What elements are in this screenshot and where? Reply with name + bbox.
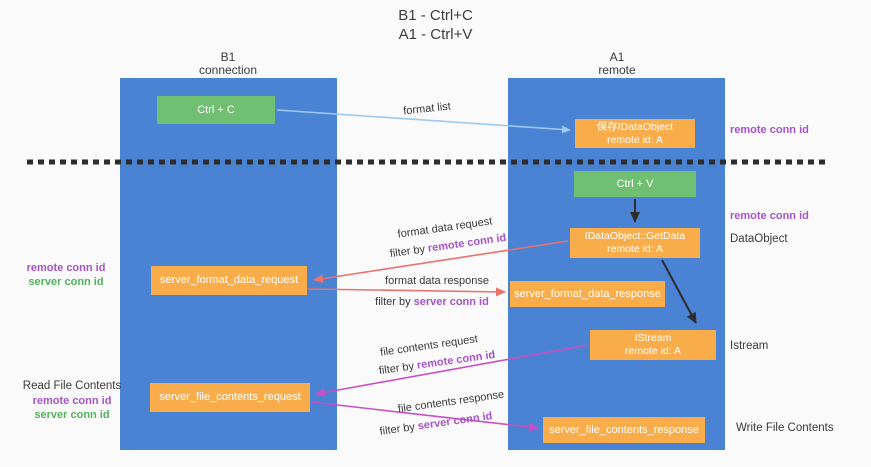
- istream-side-label: Istream: [730, 340, 769, 352]
- server-format-data-response-box: server_format_data_response: [510, 281, 665, 307]
- arrow-format-data-response: [307, 287, 506, 297]
- dataobject-label: DataObject: [730, 233, 788, 245]
- filter-by-text: filter by: [378, 360, 415, 378]
- ctrl-v-box: Ctrl + V: [574, 171, 696, 197]
- istream-box: IStream remote id: A: [590, 330, 716, 360]
- server-conn-id-text: server conn id: [413, 296, 489, 308]
- save-idataobject-line1: 保存IDataObject: [596, 120, 674, 133]
- column-header-a1: A1 remote: [557, 51, 677, 77]
- left-read-file-group: Read File Contents remote conn id server…: [20, 379, 124, 422]
- left-remote-conn-id-1: remote conn id: [26, 262, 106, 274]
- istream-line1: IStream: [634, 332, 672, 344]
- column-a1-role: remote: [598, 63, 636, 77]
- column-header-b1: B1 connection: [168, 51, 288, 77]
- server-format-data-request-label: server_format_data_request: [159, 274, 299, 286]
- write-file-contents-label: Write File Contents: [736, 422, 834, 434]
- server-file-contents-request-box: server_file_contents_request: [150, 383, 310, 412]
- filter-by-text: filter by: [389, 243, 426, 261]
- left-remote-conn-id-2: remote conn id: [32, 395, 112, 407]
- left-server-conn-id-1: server conn id: [28, 276, 104, 288]
- left-conn-id-group-1: remote conn id server conn id: [20, 261, 112, 289]
- column-a1-name: A1: [609, 50, 625, 64]
- getdata-line1: IDataObject::GetData: [584, 230, 686, 242]
- server-format-data-response-label: server_format_data_response: [514, 287, 661, 300]
- format-list-label: format list: [402, 100, 452, 118]
- right-remote-conn-id-top: remote conn id: [730, 124, 809, 136]
- istream-line2: remote id: A: [624, 345, 682, 357]
- title-line-2: A1 - Ctrl+V: [398, 26, 473, 43]
- server-conn-id-text: server conn id: [416, 410, 494, 433]
- title-line-1: B1 - Ctrl+C: [398, 7, 473, 24]
- column-b1-name: B1: [220, 50, 236, 64]
- ctrl-c-box: Ctrl + C: [157, 96, 275, 124]
- column-b1-role: connection: [198, 63, 258, 77]
- filter-by-text: filter by: [375, 296, 411, 308]
- filter-by-server-2: filter byserver conn id: [379, 410, 493, 438]
- format-data-response-label: format data response: [385, 275, 489, 287]
- save-idataobject-box: 保存IDataObject remote id: A: [575, 119, 695, 148]
- remote-conn-id-text: remote conn id: [427, 231, 507, 255]
- read-file-contents-label: Read File Contents: [22, 380, 122, 392]
- idataobject-getdata-box: IDataObject::GetData remote id: A: [570, 228, 700, 258]
- server-format-data-request-box: server_format_data_request: [151, 266, 307, 295]
- remote-conn-id-text: remote conn id: [416, 348, 496, 372]
- server-file-contents-response-box: server_file_contents_response: [543, 417, 705, 443]
- ctrl-c-label: Ctrl + C: [197, 103, 235, 116]
- right-remote-conn-id-mid: remote conn id: [730, 210, 809, 222]
- getdata-line2: remote id: A: [606, 243, 664, 255]
- filter-by-text: filter by: [378, 421, 416, 438]
- diagram-title: B1 - Ctrl+C A1 - Ctrl+V: [0, 6, 871, 44]
- save-idataobject-line2: remote id: A: [606, 133, 664, 146]
- server-file-contents-request-label: server_file_contents_request: [159, 391, 301, 403]
- server-file-contents-response-label: server_file_contents_response: [549, 423, 699, 436]
- left-server-conn-id-2: server conn id: [34, 409, 110, 421]
- ctrl-v-label: Ctrl + V: [616, 177, 654, 190]
